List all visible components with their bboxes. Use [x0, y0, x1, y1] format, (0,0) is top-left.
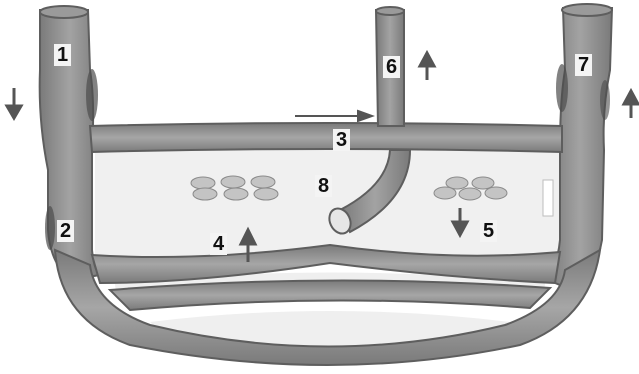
lower-vessel [110, 280, 550, 310]
label-2: 2 [57, 220, 74, 242]
label-4: 4 [210, 233, 227, 255]
label-6: 6 [383, 56, 400, 78]
top-vessel [90, 123, 562, 152]
arrow-down-left [7, 88, 21, 118]
arrow-right-top [295, 111, 372, 121]
label-3: 3 [333, 129, 350, 151]
arrow-up-6 [420, 53, 434, 80]
arrow-up-7 [624, 91, 638, 118]
central-vessel-opening [376, 7, 404, 15]
label-7: 7 [575, 54, 592, 76]
left-wall-shading-upper [86, 69, 98, 121]
left-vessel-opening [40, 6, 88, 18]
label-5: 5 [480, 220, 497, 242]
right-wall-shading [556, 64, 568, 112]
left-wall-shading-lower [45, 206, 55, 250]
right-vessel-opening [562, 4, 612, 16]
cell-cluster-left [191, 176, 278, 200]
label-8: 8 [315, 175, 332, 197]
label-1: 1 [54, 44, 71, 66]
right-wall-shading-2 [600, 80, 610, 120]
right-edge-marker [543, 180, 553, 216]
